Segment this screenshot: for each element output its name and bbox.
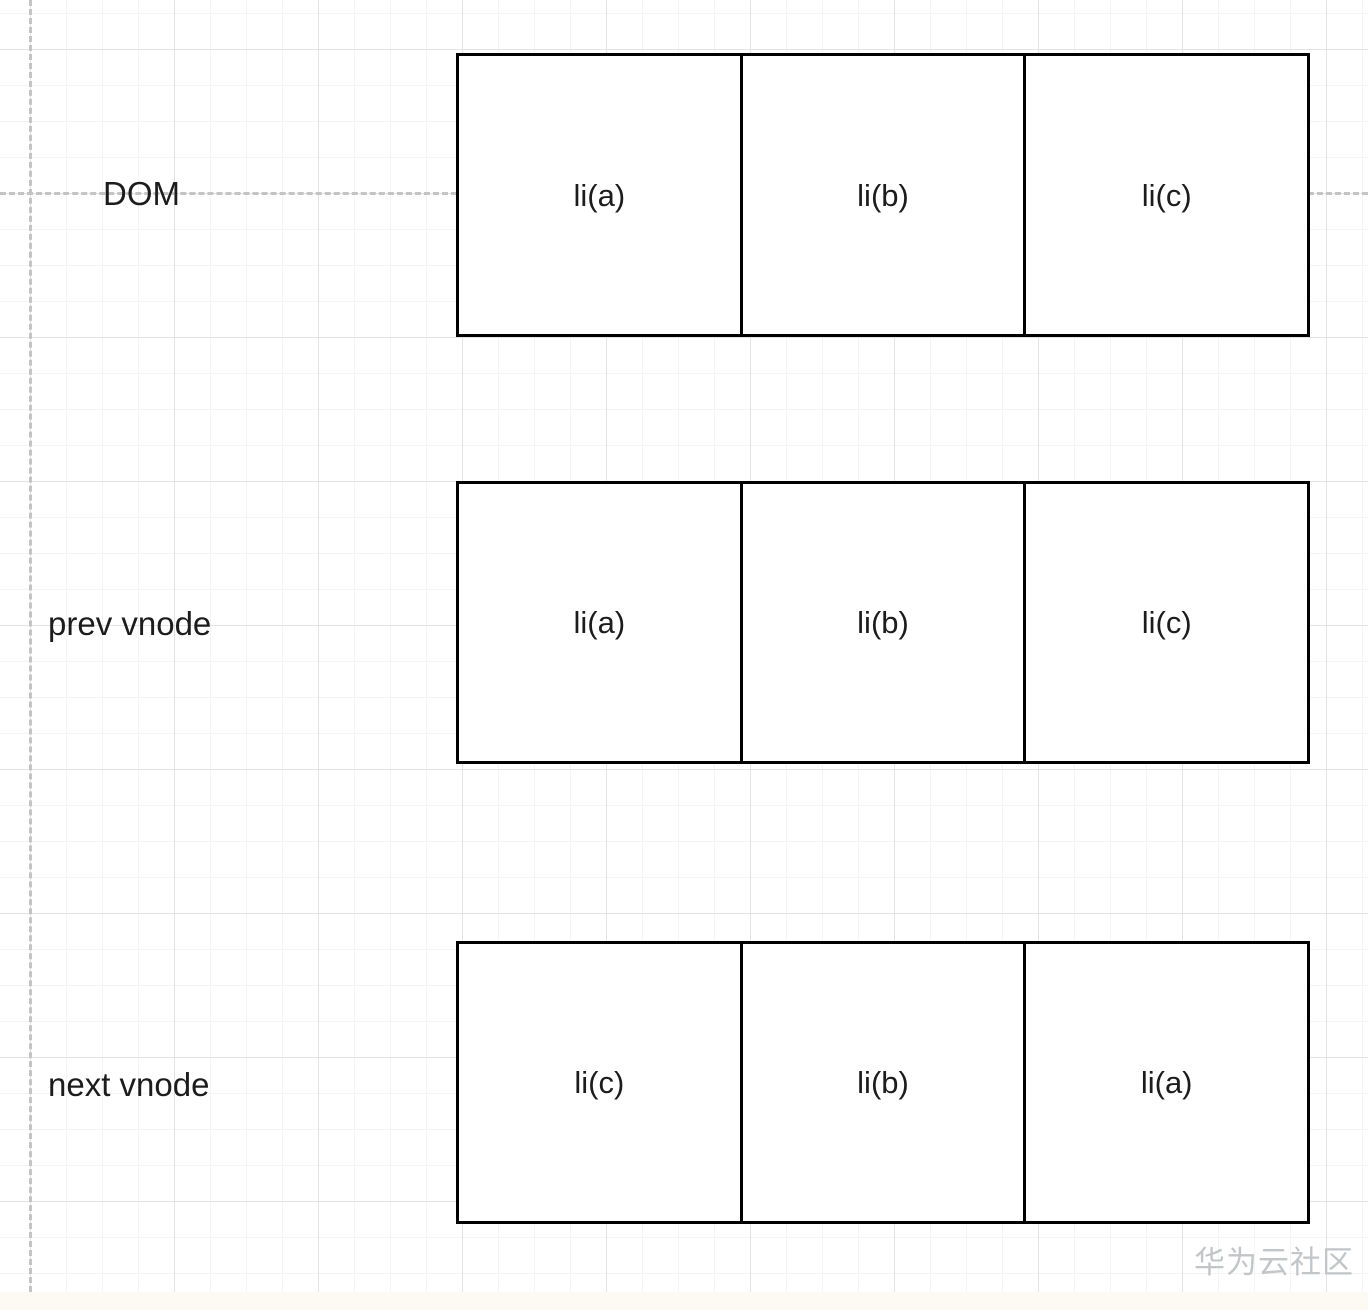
box-prev-2[interactable]: li(c) (1026, 484, 1308, 761)
box-label: li(c) (574, 1065, 625, 1100)
row-label-next-vnode: next vnode (48, 1066, 210, 1103)
box-group-next-vnode: li(c) li(b) li(a) (456, 941, 1310, 1224)
watermark: 华为云社区 (1194, 1245, 1354, 1281)
row-label-dom: DOM (103, 175, 180, 212)
box-prev-1[interactable]: li(b) (742, 484, 1027, 761)
vertical-dashed-guide (29, 0, 32, 1310)
row-label-prev-vnode: prev vnode (48, 605, 212, 642)
box-label: li(c) (1141, 605, 1192, 640)
box-dom-2[interactable]: li(c) (1026, 56, 1308, 334)
box-next-1[interactable]: li(b) (742, 944, 1027, 1221)
box-prev-0[interactable]: li(a) (459, 484, 743, 761)
box-label: li(a) (573, 177, 626, 213)
box-label: li(b) (857, 605, 909, 640)
box-label: li(a) (573, 605, 626, 640)
box-next-0[interactable]: li(c) (459, 944, 743, 1221)
box-label: li(b) (857, 1065, 909, 1100)
box-next-2[interactable]: li(a) (1026, 944, 1308, 1221)
bottom-strip (0, 1292, 1368, 1310)
box-label: li(b) (857, 177, 909, 213)
box-group-prev-vnode: li(a) li(b) li(c) (456, 481, 1310, 764)
box-dom-0[interactable]: li(a) (459, 56, 743, 334)
box-label: li(a) (1140, 1065, 1193, 1100)
box-label: li(c) (1141, 177, 1192, 213)
box-group-dom: li(a) li(b) li(c) (456, 53, 1310, 337)
box-dom-1[interactable]: li(b) (742, 56, 1027, 334)
